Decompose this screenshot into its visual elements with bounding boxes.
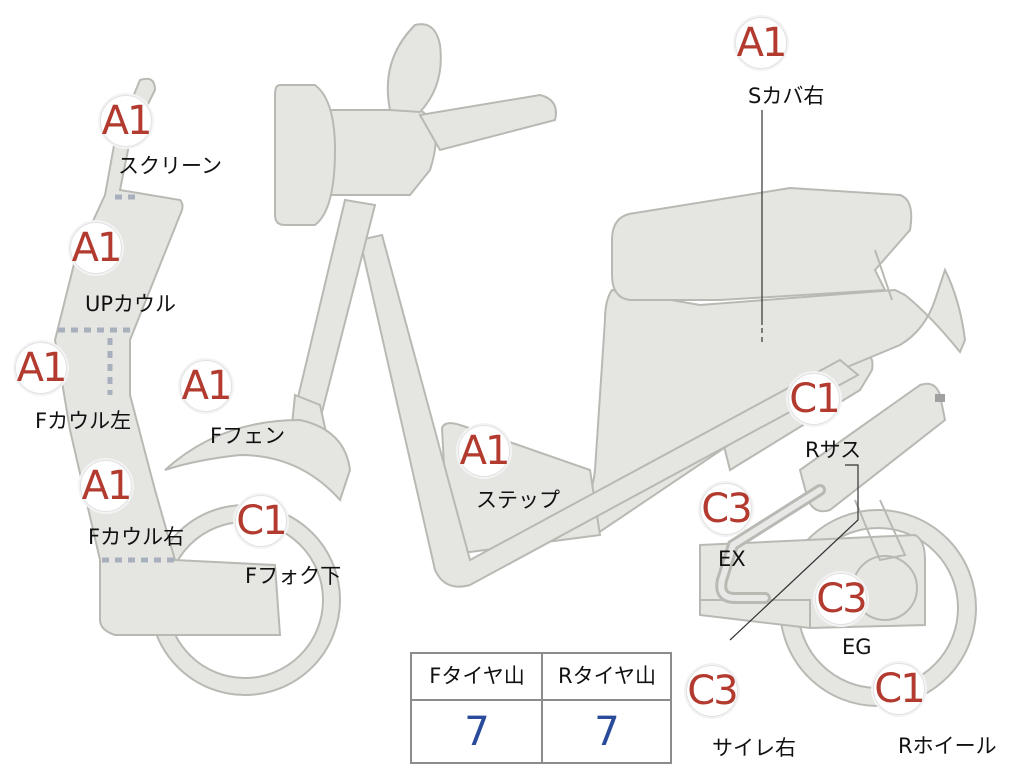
- grade-badge-screen[interactable]: A1: [100, 95, 152, 147]
- label-muffler-right: サイレ右: [712, 736, 796, 760]
- grade-badge-f-cowl-right[interactable]: A1: [80, 460, 132, 512]
- label-f-cowl-right: Fカウル右: [88, 525, 185, 549]
- rear-suspension-shape: [798, 382, 947, 513]
- grade-badge-muffler-right[interactable]: C3: [686, 665, 739, 717]
- label-step: ステップ: [476, 488, 560, 512]
- rear-tire-tread-value[interactable]: 7: [594, 709, 620, 755]
- grade-badge-up-cowl[interactable]: A1: [70, 222, 122, 274]
- headlight-shape: [274, 84, 337, 226]
- label-f-cowl-left: Fカウル左: [35, 409, 132, 433]
- grade-badge-r-suspension[interactable]: C1: [788, 373, 841, 425]
- grade-badge-side-cover-right[interactable]: A1: [735, 17, 787, 69]
- label-f-fork-lower: Fフォク下: [245, 564, 342, 588]
- label-side-cover-right: Sカバ右: [748, 84, 825, 108]
- label-f-fender: Fフェン: [210, 424, 286, 448]
- rear-tire-tread-header: Rタイヤ山: [542, 654, 672, 701]
- grade-badge-r-wheel[interactable]: C1: [873, 663, 926, 715]
- label-engine: EG: [842, 635, 872, 659]
- frame-shape: [358, 233, 860, 588]
- label-exhaust: EX: [718, 547, 746, 571]
- front-fender-shape: [164, 418, 352, 502]
- label-r-wheel: Rホイール: [898, 734, 997, 758]
- label-r-suspension: Rサス: [805, 438, 862, 462]
- grade-badge-step[interactable]: A1: [458, 425, 510, 477]
- label-up-cowl: UPカウル: [85, 292, 177, 316]
- front-tire-tread-header: Fタイヤ山: [412, 654, 542, 701]
- grade-badge-exhaust[interactable]: C3: [700, 483, 753, 535]
- label-screen: スクリーン: [118, 154, 222, 178]
- table-divider: [541, 654, 543, 762]
- front-tire-tread-value[interactable]: 7: [464, 709, 490, 755]
- grade-badge-f-fork-lower[interactable]: C1: [235, 495, 288, 547]
- grade-badge-f-cowl-left[interactable]: A1: [15, 342, 67, 394]
- handlebar-shape: [318, 109, 437, 196]
- tire-tread-table: Fタイヤ山 Rタイヤ山 7 7: [410, 652, 672, 764]
- front-fork-shape: [293, 198, 377, 422]
- grade-badge-f-fender[interactable]: A1: [180, 360, 232, 412]
- grade-badge-engine[interactable]: C3: [815, 573, 868, 625]
